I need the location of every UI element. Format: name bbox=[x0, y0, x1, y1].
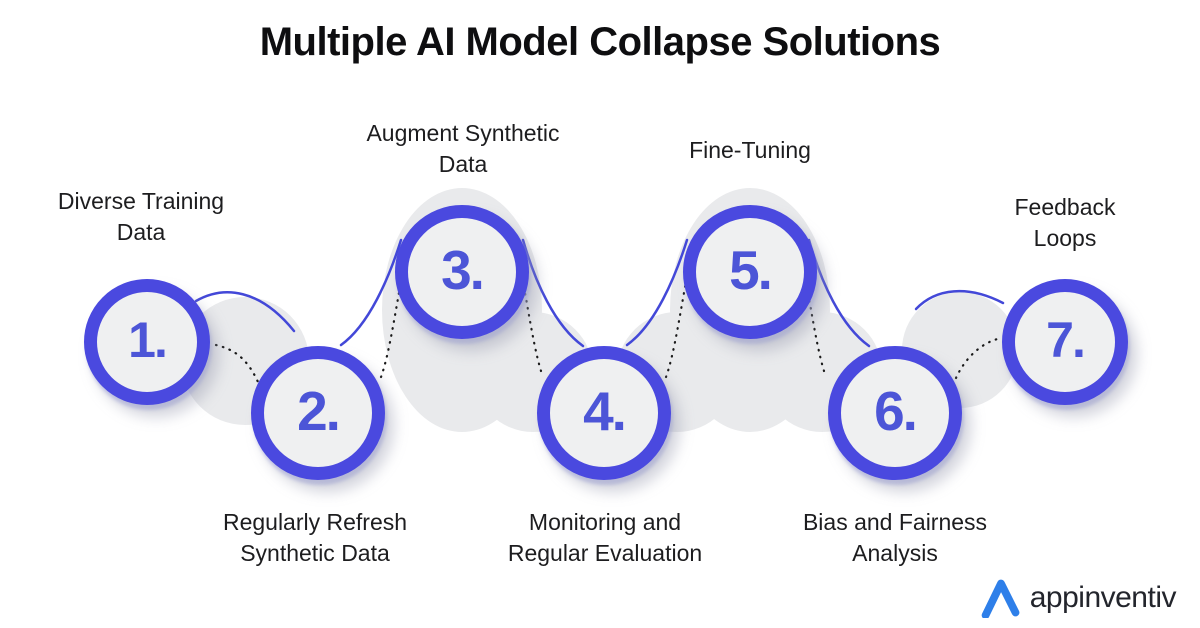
appinventiv-a-mark-icon bbox=[981, 579, 1020, 618]
dotted-connector bbox=[954, 336, 1004, 380]
step-circle-2: 2. bbox=[251, 346, 385, 480]
step-number: 1. bbox=[128, 312, 168, 368]
brand-logo: appinventiv bbox=[979, 578, 1177, 618]
step-circle-6: 6. bbox=[828, 346, 962, 480]
step-6-label: Bias and Fairness Analysis bbox=[802, 509, 988, 566]
step-number: 7. bbox=[1046, 312, 1086, 368]
connector-line bbox=[914, 289, 1005, 311]
brand-name: appinventiv bbox=[1029, 581, 1177, 614]
page-title: Multiple AI Model Collapse Solutions bbox=[259, 20, 941, 64]
step-circle-4: 4. bbox=[537, 346, 671, 480]
connector-line bbox=[194, 291, 296, 333]
step-number: 2. bbox=[297, 379, 341, 442]
step-circle-5: 5. bbox=[683, 205, 817, 339]
step-5-label: Fine-Tuning bbox=[689, 137, 811, 163]
ribbon-top-lines bbox=[194, 238, 1005, 348]
step-1-label: Diverse Training Data bbox=[57, 188, 225, 245]
step-3-label: Augment Synthetic Data bbox=[366, 120, 560, 177]
step-number: 6. bbox=[874, 379, 918, 442]
connector-line bbox=[521, 238, 585, 348]
step-circle-7: 7. bbox=[1002, 279, 1128, 405]
step-number: 4. bbox=[583, 379, 627, 442]
step-number: 5. bbox=[729, 238, 773, 301]
step-circle-1: 1. bbox=[84, 279, 210, 405]
step-7-label: Feedback Loops bbox=[1014, 194, 1116, 251]
connector-line bbox=[625, 238, 689, 347]
step-number: 3. bbox=[441, 238, 485, 301]
step-circle-3: 3. bbox=[395, 205, 529, 339]
step-4-label: Monitoring and Regular Evaluation bbox=[507, 509, 703, 566]
step-2-label: Regularly Refresh Synthetic Data bbox=[222, 509, 408, 566]
